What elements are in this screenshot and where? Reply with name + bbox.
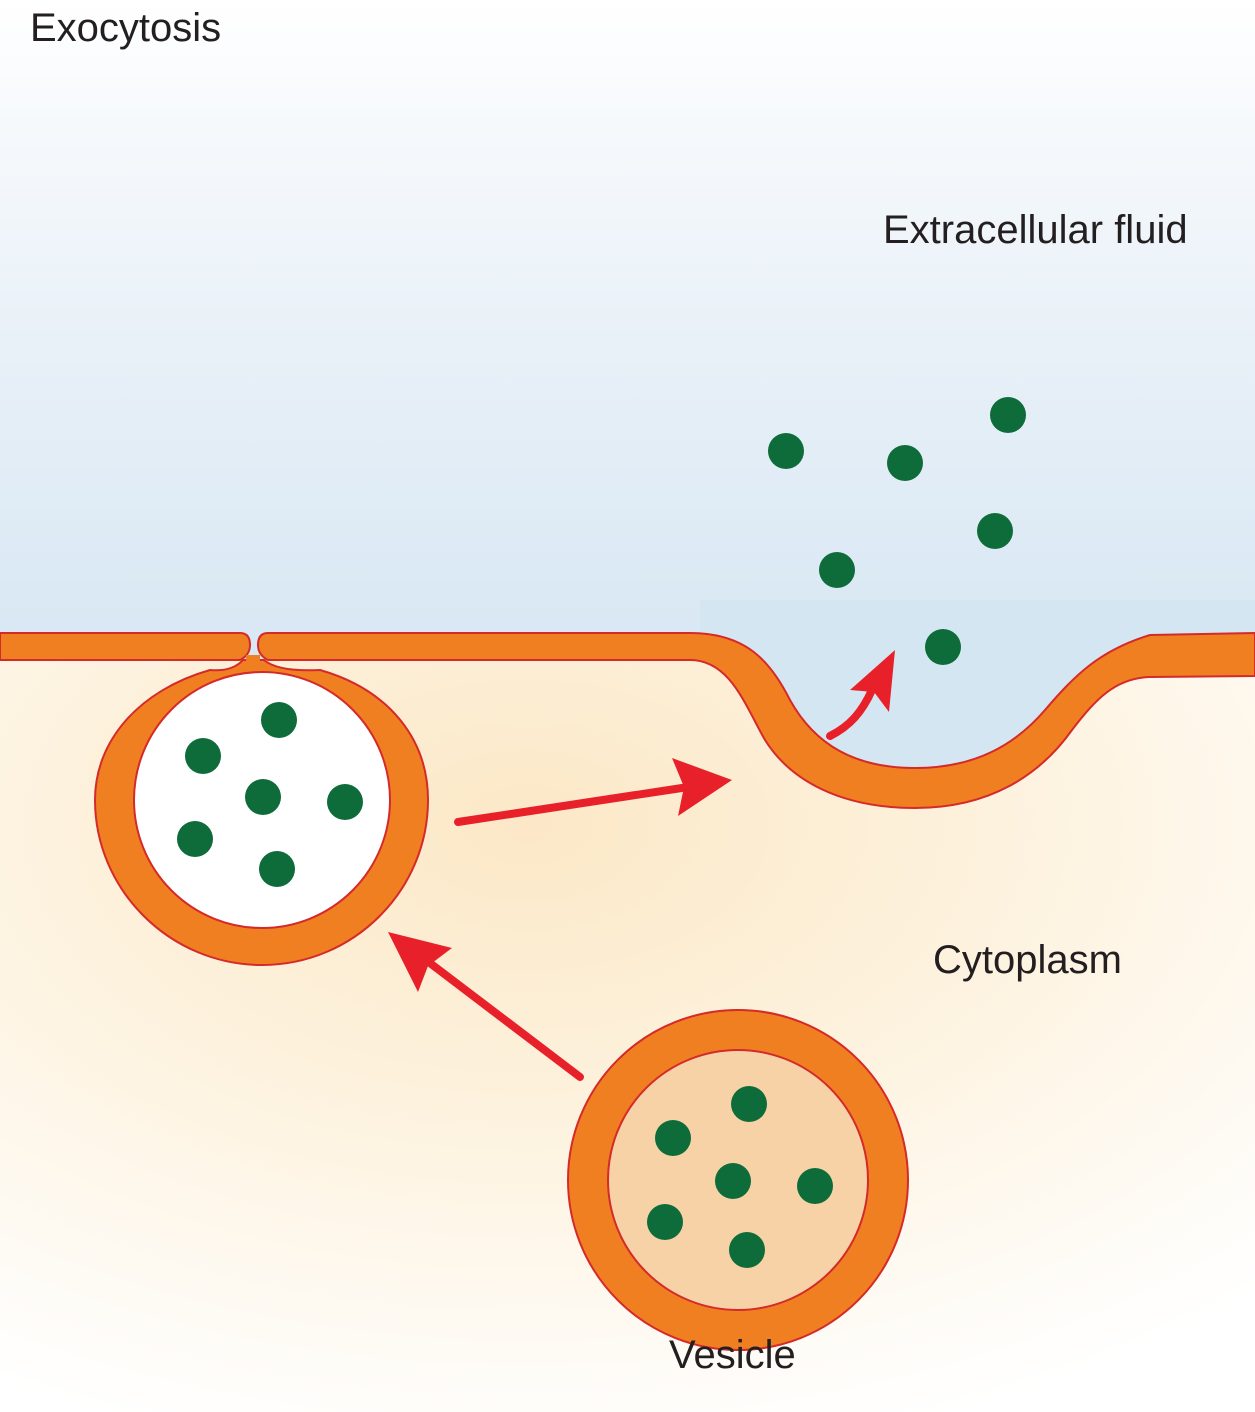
free-vesicle-molecules bbox=[647, 1086, 833, 1268]
molecule bbox=[797, 1168, 833, 1204]
vesicle-to-membrane-arrow bbox=[388, 932, 584, 1081]
molecule bbox=[259, 851, 295, 887]
molecule bbox=[245, 779, 281, 815]
molecule bbox=[990, 397, 1026, 433]
extracellular-fluid-region bbox=[0, 0, 1255, 700]
molecule bbox=[327, 784, 363, 820]
molecule bbox=[731, 1086, 767, 1122]
fusion-arrow bbox=[454, 758, 732, 826]
molecule bbox=[185, 738, 221, 774]
molecule bbox=[925, 629, 961, 665]
molecule bbox=[647, 1204, 683, 1240]
molecule bbox=[655, 1120, 691, 1156]
molecule bbox=[887, 445, 923, 481]
plasma-membrane bbox=[0, 631, 1255, 810]
extracellular-fluid-label: Extracellular fluid bbox=[883, 208, 1188, 252]
diagram-title: Exocytosis bbox=[30, 6, 222, 50]
docked-vesicle-molecules bbox=[177, 702, 363, 887]
molecule bbox=[819, 552, 855, 588]
vesicle-label: Vesicle bbox=[669, 1333, 796, 1377]
molecule bbox=[715, 1163, 751, 1199]
release-arrow bbox=[826, 650, 895, 740]
released-molecules bbox=[768, 397, 1026, 665]
molecule bbox=[977, 513, 1013, 549]
cytoplasm-label: Cytoplasm bbox=[933, 938, 1122, 982]
molecule bbox=[261, 702, 297, 738]
molecule bbox=[729, 1232, 765, 1268]
molecule bbox=[768, 433, 804, 469]
molecule bbox=[177, 821, 213, 857]
